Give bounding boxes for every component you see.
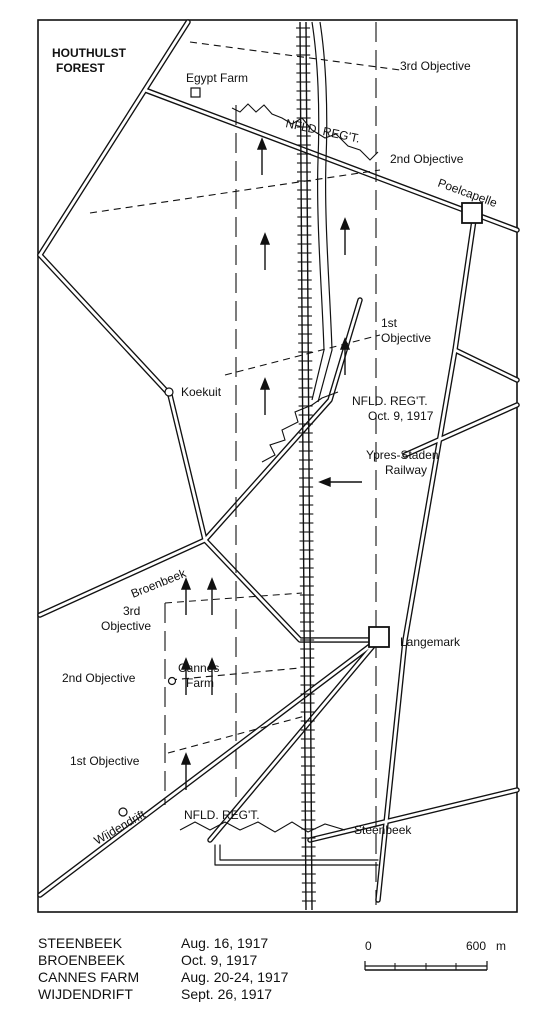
scale-bar-graphic: [364, 961, 488, 971]
railway-label-line2: Railway: [385, 463, 427, 477]
legend-date: Aug. 16, 1917: [181, 935, 269, 951]
north-regiment-label: NFLD. REG'T.: [284, 116, 361, 145]
front-lines: [179, 103, 379, 833]
objective-lines: [89, 41, 401, 754]
legend-row: CANNES FARM Aug. 20-24, 1917: [38, 969, 288, 986]
advance-arrow: [339, 337, 351, 375]
south-second-objective-label: 2nd Objective: [62, 671, 136, 685]
railway-label-line1: Ypres-Staden: [366, 448, 439, 462]
legend-place: CANNES FARM: [38, 969, 140, 985]
scale-end-label: 600: [466, 939, 487, 953]
middle-regiment-label-line1: NFLD. REG'T.: [352, 394, 428, 408]
legend-date: Sept. 26, 1917: [181, 986, 273, 1002]
south-third-objective-label-line2: Objective: [101, 619, 151, 633]
egypt-farm-marker: [190, 87, 201, 98]
forest-label-line1: HOUTHULST: [52, 46, 127, 60]
legend: STEENBEEK Aug. 16, 1917 BROENBEEK Oct. 9…: [38, 935, 288, 1003]
advance-arrow: [339, 217, 351, 255]
advance-arrow: [256, 137, 268, 175]
legend-date: Aug. 20-24, 1917: [181, 969, 289, 985]
egypt-farm-label: Egypt Farm: [186, 71, 248, 85]
map-frame: [37, 19, 518, 913]
steenbeek-label: Steenbeek: [354, 823, 412, 837]
scale-bar: 0 600 m: [362, 939, 522, 979]
poelcapelle-marker: [461, 202, 483, 224]
south-regiment-label: NFLD. REG'T.: [184, 808, 260, 822]
legend-row: STEENBEEK Aug. 16, 1917: [38, 935, 288, 952]
legend-place: WIJDENDRIFT: [38, 986, 133, 1002]
advance-arrow: [180, 752, 192, 790]
cannes-farm-label-line1: Cannes: [178, 661, 219, 675]
advance-arrow: [180, 657, 192, 695]
stream: [311, 21, 333, 403]
advance-arrow: [180, 577, 192, 615]
koekuit-label: Koekuit: [181, 385, 222, 399]
advance-arrow: [259, 377, 271, 415]
middle-regiment-label-line2: Oct. 9, 1917: [368, 409, 434, 423]
boundary-lines: [164, 22, 377, 905]
scale-unit-label: m: [496, 939, 506, 953]
legend-row: WIJDENDRIFT Sept. 26, 1917: [38, 986, 288, 1003]
legend-place: STEENBEEK: [38, 935, 123, 951]
north-first-objective-label-line1: 1st: [381, 316, 398, 330]
cannes-farm-marker: [167, 676, 177, 686]
cannes-farm-label-line2: Farm: [186, 676, 214, 690]
north-second-objective-label: 2nd Objective: [390, 152, 464, 166]
scale-start-label: 0: [365, 939, 372, 953]
langemark-label: Langemark: [400, 635, 461, 649]
south-third-objective-label-line1: 3rd: [123, 604, 140, 618]
advance-arrows: [180, 137, 362, 790]
legend-date: Oct. 9, 1917: [181, 952, 258, 968]
westward-arrow: [318, 476, 362, 488]
south-first-objective-label: 1st Objective: [70, 754, 140, 768]
langemark-marker: [368, 626, 390, 648]
wijdendrift-marker: [118, 807, 128, 817]
north-first-objective-label-line2: Objective: [381, 331, 431, 345]
advance-arrow: [259, 232, 271, 270]
forest-label-line2: FOREST: [56, 61, 105, 75]
legend-place: BROENBEEK: [38, 952, 126, 968]
advance-arrow: [206, 577, 218, 615]
north-third-objective-label: 3rd Objective: [400, 59, 471, 73]
advance-arrow: [206, 657, 218, 695]
roads: [37, 19, 520, 903]
koekuit-marker: [164, 387, 174, 397]
legend-row: BROENBEEK Oct. 9, 1917: [38, 952, 288, 969]
